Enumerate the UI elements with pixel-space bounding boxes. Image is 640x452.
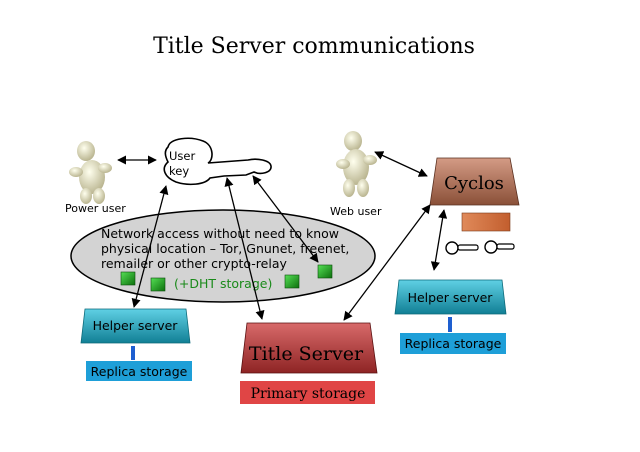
arrow-key-dht <box>252 175 319 263</box>
arrow-cyclos-title-server <box>343 204 431 321</box>
user-key-icon <box>163 137 272 186</box>
dht-node-icon <box>120 271 136 286</box>
title-server-label: Title Server <box>249 343 364 365</box>
helper-server-left-label: Helper server <box>93 318 179 333</box>
dht-node-icon <box>150 277 166 292</box>
cyclos-label: Cyclos <box>444 173 504 194</box>
primary-storage <box>240 381 375 404</box>
helper-right-connector <box>448 317 452 332</box>
web-user-figure-icon <box>336 131 377 197</box>
helper-server-left: Helper server <box>80 308 191 344</box>
replica-storage-right <box>400 333 506 354</box>
dht-storage-label: (+DHT storage) <box>174 276 272 291</box>
dht-node-icon <box>317 264 333 279</box>
power-user-label: Power user <box>65 202 126 215</box>
power-user-figure-icon <box>69 141 112 204</box>
key-icon <box>484 240 515 254</box>
arrow-key-title-server <box>224 177 265 320</box>
network-cloud-line-1: Network access without need to know <box>101 226 339 241</box>
arrow-key-helper-left <box>131 185 169 308</box>
key-icon <box>445 241 479 255</box>
network-cloud-line-3: remailer or other crypto-relay <box>101 256 287 271</box>
helper-server-right: Helper server <box>394 279 507 315</box>
helper-left-connector <box>131 346 135 360</box>
web-user-label: Web user <box>330 205 382 218</box>
replica-storage-left <box>86 361 192 381</box>
user-key-label-line-1: User <box>169 149 195 163</box>
arrow-web-user-cyclos <box>374 151 428 177</box>
title-server: Title Server <box>240 322 378 374</box>
replica-storage-left-label: Replica storage <box>91 364 188 379</box>
user-key-label-line-2: key <box>169 164 189 178</box>
diagram-title: Title Server communications <box>153 34 475 59</box>
replica-storage-right-label: Replica storage <box>405 336 502 351</box>
primary-storage-label: Primary storage <box>251 386 366 402</box>
helper-server-right-label: Helper server <box>408 290 494 305</box>
cyclos-server: Cyclos <box>429 157 520 206</box>
dht-node-icon <box>284 274 300 289</box>
arrow-cyclos-helper-right <box>430 209 448 271</box>
cyclos-storage-block <box>461 212 511 232</box>
